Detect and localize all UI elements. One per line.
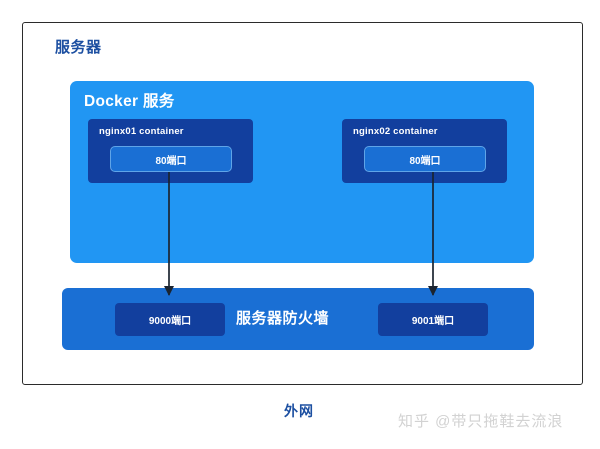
nginx01-container-label: nginx01 container bbox=[99, 126, 184, 137]
nginx01-port-box: 80端口 bbox=[110, 146, 232, 172]
firewall-port-9001-box: 9001端口 bbox=[378, 303, 488, 336]
docker-service-title-label: Docker 服务 bbox=[84, 93, 175, 110]
zhihu-watermark: 知乎 @带只拖鞋去流浪 bbox=[398, 413, 564, 430]
external-network-label: 外网 bbox=[284, 403, 314, 419]
server-title-label: 服务器 bbox=[55, 39, 102, 56]
nginx02-container-box: nginx02 container 80端口 bbox=[342, 119, 507, 183]
nginx02-port-box: 80端口 bbox=[364, 146, 486, 172]
firewall-port-9000-box: 9000端口 bbox=[115, 303, 225, 336]
nginx01-container-box: nginx01 container 80端口 bbox=[88, 119, 253, 183]
server-firewall-title-label: 服务器防火墙 bbox=[236, 310, 330, 327]
nginx02-container-label: nginx02 container bbox=[353, 126, 438, 137]
